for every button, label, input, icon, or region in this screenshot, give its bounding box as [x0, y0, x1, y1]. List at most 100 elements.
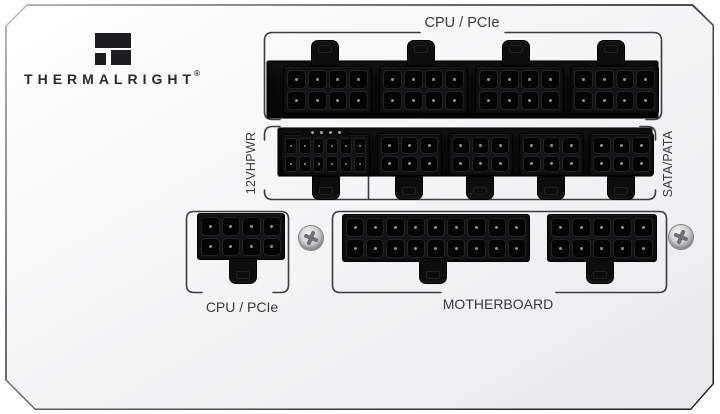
pin-socket [520, 70, 540, 89]
pin-socket [471, 155, 490, 172]
pin-socket [366, 239, 385, 258]
pin-socket [507, 239, 526, 258]
phillips-screw-icon [299, 226, 323, 250]
pin-socket [221, 237, 240, 256]
pin-socket [354, 156, 366, 172]
latch-tab [311, 40, 339, 66]
pin-socket [262, 217, 281, 236]
sense-pin [337, 130, 341, 134]
pin-socket [340, 138, 353, 154]
connector-motherboard-10pin [547, 214, 657, 262]
pin-socket [507, 218, 526, 237]
pin-socket [613, 218, 633, 237]
pin-socket [383, 91, 402, 110]
pin-socket [298, 138, 311, 154]
pin-grid [479, 70, 560, 110]
pin-socket [326, 138, 339, 154]
pin-socket [403, 70, 423, 89]
latch-tab [395, 176, 423, 200]
pin-socket [406, 218, 425, 237]
sense-pins [301, 128, 350, 136]
pin-socket [426, 218, 446, 237]
latch-tab [419, 258, 447, 284]
connector-cpu-pcie-4 [570, 66, 659, 114]
connector-cpu-pcie-1 [283, 66, 372, 114]
pin-socket [541, 91, 560, 110]
pin-socket [523, 155, 541, 172]
sense-pin [310, 130, 314, 134]
pin-socket [307, 70, 327, 89]
pin-socket [445, 70, 464, 89]
pin-socket [420, 137, 438, 154]
pin-socket [613, 239, 633, 258]
connector-sata-pata-2 [448, 133, 513, 176]
pin-socket [340, 156, 353, 172]
pin-socket [420, 155, 438, 172]
pin-socket [491, 155, 509, 172]
pin-socket [354, 138, 366, 154]
pin-socket [594, 91, 614, 110]
pin-socket [447, 218, 466, 237]
pin-socket [242, 237, 261, 256]
pin-socket [285, 156, 297, 172]
pin-socket [328, 91, 348, 110]
pin-socket [615, 70, 635, 89]
pin-socket [349, 91, 368, 110]
pin-socket [571, 218, 591, 237]
pin-socket [349, 70, 368, 89]
pin-socket [287, 91, 306, 110]
pin-grid [452, 137, 509, 172]
brand-name: THERMALRIGHT® [24, 69, 202, 87]
pin-socket [636, 91, 655, 110]
connector-cpu-pcie-3 [475, 66, 564, 114]
pin-socket [615, 91, 635, 110]
pin-grid [593, 137, 650, 172]
connector-12vhpwr [281, 128, 370, 176]
pin-socket [201, 217, 220, 236]
connector-sata-pata-3 [519, 133, 584, 176]
pin-socket [366, 218, 385, 237]
pin-grid [523, 137, 580, 172]
logo-square-small [95, 53, 106, 65]
pin-socket [221, 217, 240, 236]
connector-sata-pata-1 [377, 133, 442, 176]
thermalright-logo-icon [95, 33, 131, 65]
pin-socket [520, 91, 540, 110]
pin-grid [285, 138, 366, 172]
registered-mark: ® [194, 69, 200, 79]
pin-socket [201, 237, 220, 256]
pin-socket [383, 70, 402, 89]
pin-socket [328, 70, 348, 89]
pin-grid [574, 70, 655, 110]
pin-socket [592, 218, 612, 237]
pin-socket [632, 155, 650, 172]
pin-socket [593, 155, 611, 172]
pin-socket [634, 218, 653, 237]
pin-socket [424, 91, 444, 110]
connector-cpu-pcie-bottom [197, 213, 285, 260]
latch-tab [466, 176, 494, 200]
pin-socket [612, 137, 631, 154]
connector-motherboard-18pin [342, 214, 530, 262]
sense-pin [319, 130, 323, 134]
pin-socket [381, 155, 399, 172]
pin-socket [447, 239, 466, 258]
pin-socket [487, 239, 506, 258]
pin-socket [491, 137, 509, 154]
latch-tab [407, 40, 435, 66]
logo-square-large [111, 50, 131, 65]
logo-bar [95, 33, 131, 48]
pin-socket [406, 239, 425, 258]
pin-socket [541, 70, 560, 89]
pin-socket [307, 91, 327, 110]
label-12vhpwr: 12VHPWR [244, 131, 258, 195]
pin-socket [452, 137, 470, 154]
pin-socket [262, 237, 281, 256]
pin-socket [523, 137, 541, 154]
pin-socket [386, 218, 405, 237]
sense-pin [328, 130, 332, 134]
pin-socket [636, 70, 655, 89]
pin-socket [562, 155, 580, 172]
pin-grid [551, 218, 653, 258]
